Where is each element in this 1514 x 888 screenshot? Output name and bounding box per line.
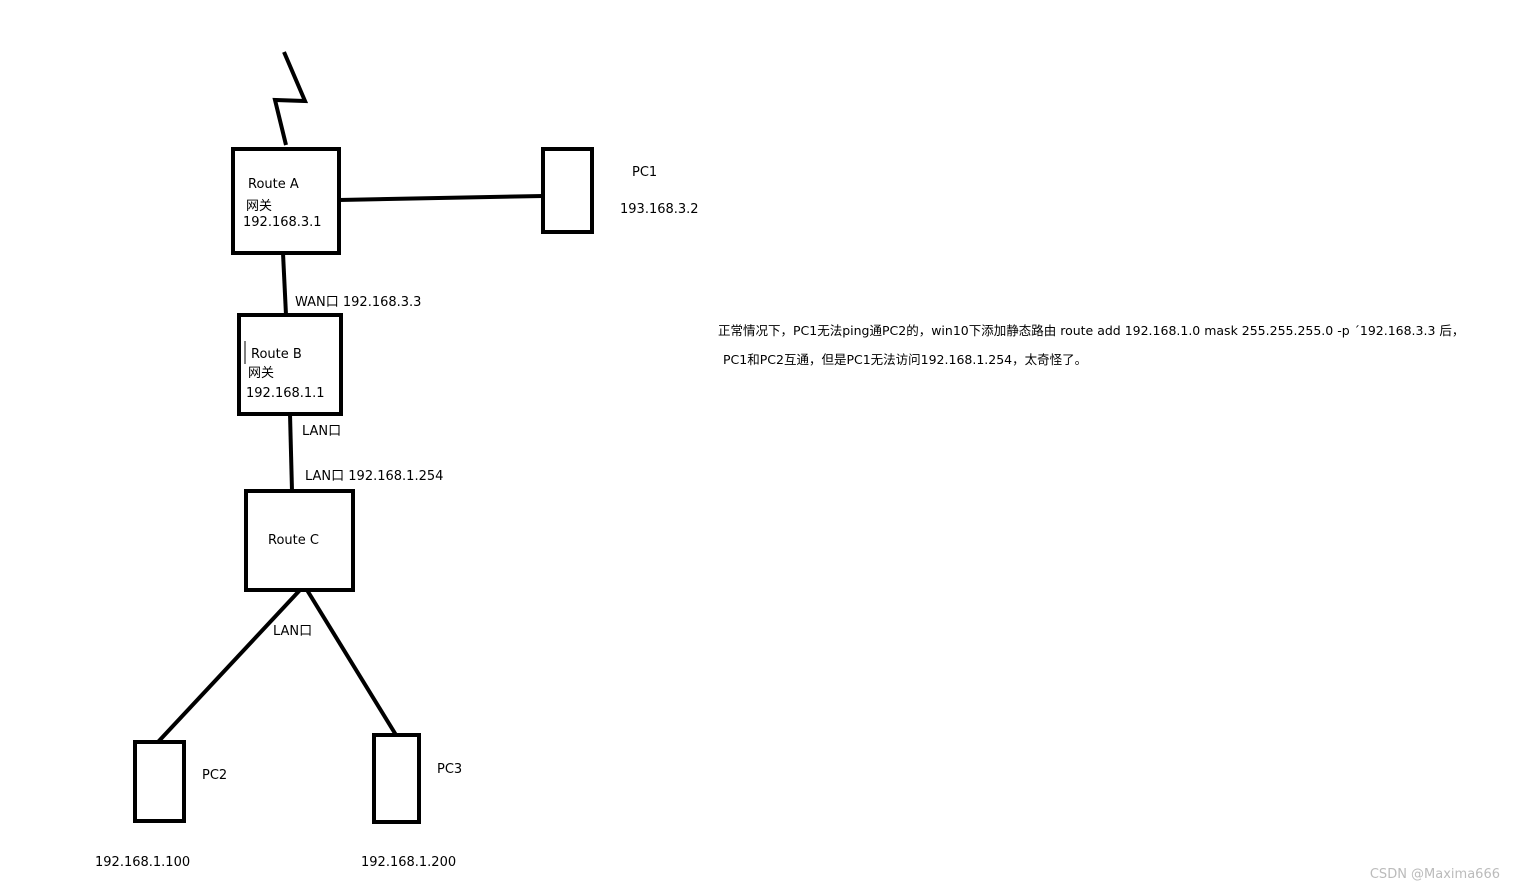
router-b-name: Route B <box>251 347 302 362</box>
router-a-box <box>231 147 341 255</box>
pc1-name: PC1 <box>632 165 657 180</box>
link-a-pc1 <box>338 194 544 202</box>
router-b-lan-port: LAN口 <box>302 424 341 439</box>
pc1-ip: 193.168.3.2 <box>620 202 699 217</box>
pc3-ip: 192.168.1.200 <box>361 855 456 870</box>
router-c-lan-port-up: LAN口 192.168.1.254 <box>305 469 443 484</box>
pc2-name: PC2 <box>202 768 227 783</box>
router-b-ip: 192.168.1.1 <box>246 386 325 401</box>
watermark: CSDN @Maxima666 <box>1369 867 1500 882</box>
note-line-2: PC1和PC2互通，但是PC1无法访问192.168.1.254，太奇怪了。 <box>723 352 1088 367</box>
pc2-ip: 192.168.1.100 <box>95 855 190 870</box>
internet-link-icon <box>272 51 309 146</box>
router-a-ip: 192.168.3.1 <box>243 215 322 230</box>
pc1-box <box>541 147 594 234</box>
pc3-box <box>372 733 421 824</box>
pc2-box <box>133 740 186 823</box>
router-a-gateway-label: 网关 <box>246 199 272 214</box>
link-c-pc3 <box>305 588 398 737</box>
link-b-c <box>288 413 294 492</box>
router-c-name: Route C <box>268 533 319 548</box>
pc3-name: PC3 <box>437 762 462 777</box>
router-b-gateway-label: 网关 <box>248 366 274 381</box>
router-a-name: Route A <box>248 177 299 192</box>
link-c-pc2 <box>156 588 302 744</box>
link-a-b <box>281 252 288 316</box>
router-b-wan-port: WAN口 192.168.3.3 <box>295 295 421 310</box>
note-line-1: 正常情况下，PC1无法ping通PC2的，win10下添加静态路由 route … <box>718 323 1465 338</box>
router-c-lan-port-down: LAN口 <box>273 624 312 639</box>
